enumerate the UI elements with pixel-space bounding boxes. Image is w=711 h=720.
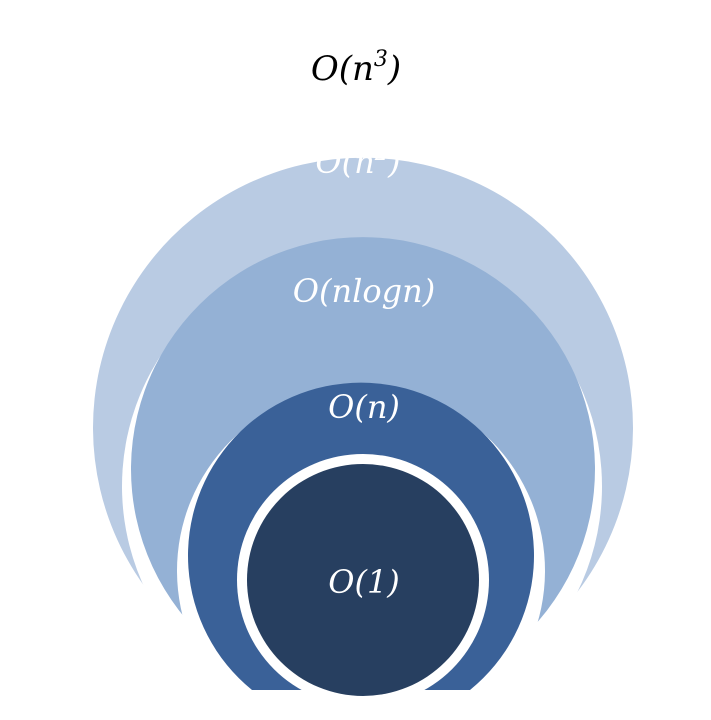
- outer-label-close: ): [387, 49, 401, 89]
- layer-label-close: ): [387, 143, 400, 181]
- layer-label-base: O(nlogn): [293, 272, 435, 310]
- layer-label-exponent: 2: [374, 141, 388, 165]
- layer-label-n-squared: O(n2): [315, 141, 400, 181]
- outer-label: O(n3): [311, 47, 401, 89]
- outer-label-exponent: 3: [374, 47, 388, 72]
- layer-label-base: O(n): [328, 388, 400, 426]
- layer-label-n-log-n: O(nlogn): [293, 272, 435, 310]
- layer-label-base: O(1): [328, 563, 400, 601]
- layer-label-n: O(n): [328, 388, 400, 426]
- layer-label-constant: O(1): [328, 563, 400, 601]
- layer-label-base: O(n: [315, 143, 374, 181]
- outer-label-base: O(n: [311, 49, 374, 89]
- complexity-layer-constant: [247, 464, 479, 696]
